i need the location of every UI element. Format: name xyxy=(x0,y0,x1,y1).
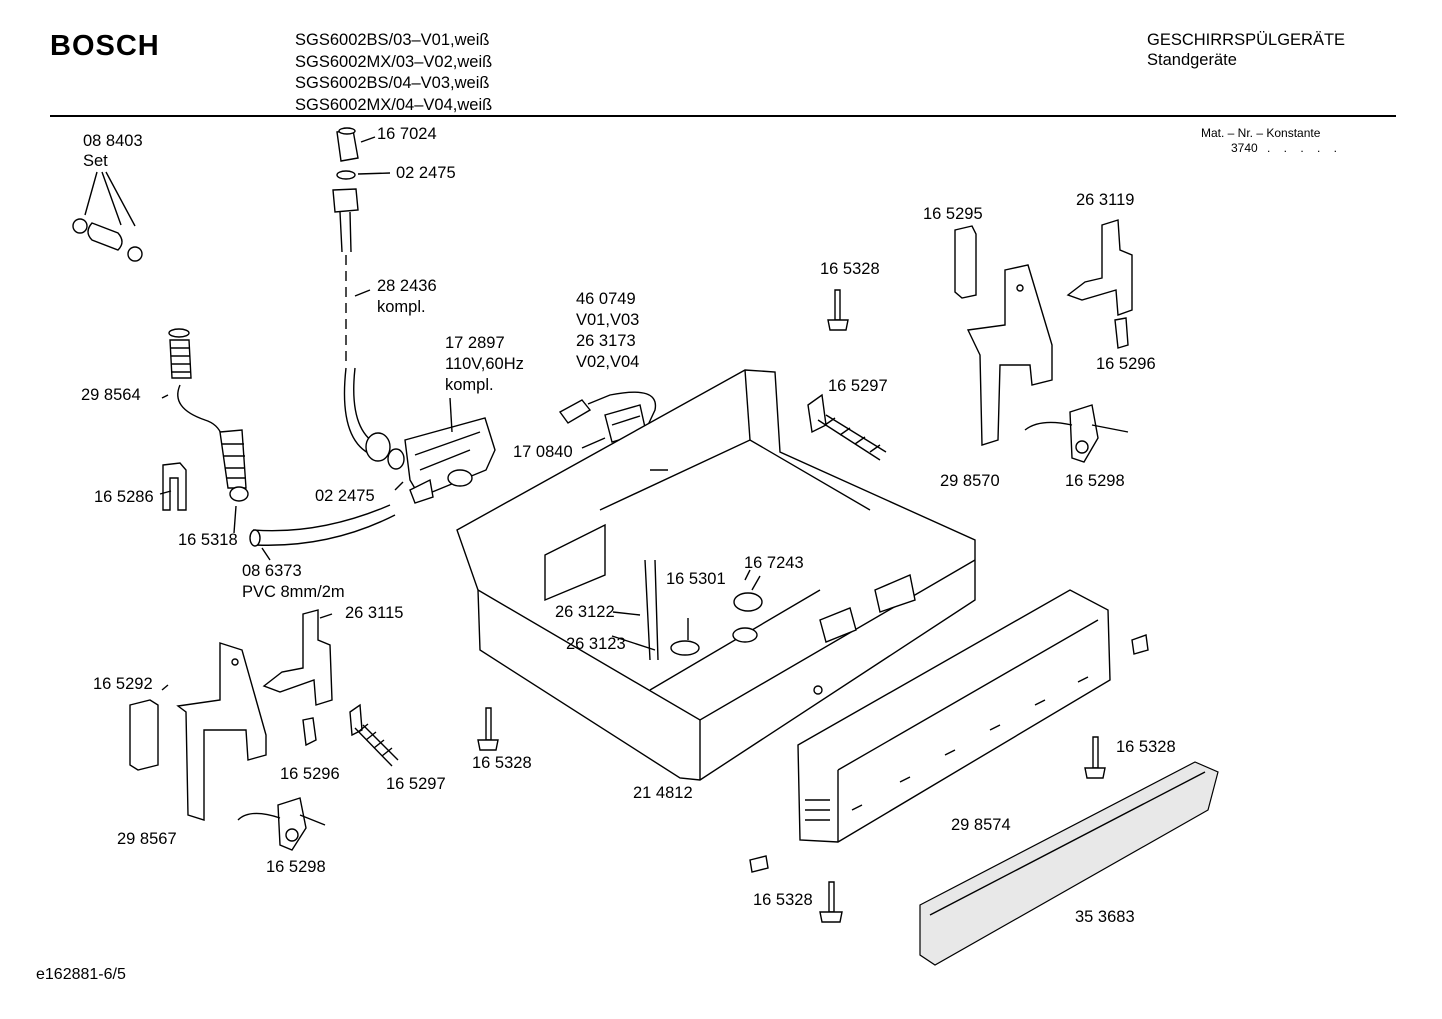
part-label: 26 3119 xyxy=(1076,191,1135,209)
part-label: 16 5328 xyxy=(1116,738,1176,756)
part-label: 02 2475 xyxy=(396,164,456,182)
part-label: 16 5296 xyxy=(1096,355,1156,373)
part-label: 16 5297 xyxy=(386,775,446,793)
model-list: SGS6002BS/03–V01,weiß SGS6002MX/03–V02,w… xyxy=(295,30,492,116)
part-label: Set xyxy=(83,152,108,170)
part-label: 16 5298 xyxy=(266,858,326,876)
part-label: 16 5328 xyxy=(472,754,532,772)
part-label: V01,V03 xyxy=(576,311,640,329)
part-label: 16 5297 xyxy=(828,377,888,395)
part-label: 29 8567 xyxy=(117,830,177,848)
model-line: SGS6002BS/04–V03,weiß xyxy=(295,74,490,92)
category-subtitle: Standgeräte xyxy=(1147,51,1237,69)
material-number-value: 3740 xyxy=(1231,141,1258,155)
part-label: 16 7243 xyxy=(744,554,804,572)
part-label: 16 7024 xyxy=(377,125,437,143)
part-label: 26 3173 xyxy=(576,332,636,350)
inlet-hose-part xyxy=(332,127,391,456)
base-tub-part xyxy=(456,369,976,781)
part-label: PVC 8mm/2m xyxy=(242,583,345,601)
part-label: 21 4812 xyxy=(633,784,693,802)
part-label: 16 5286 xyxy=(94,488,154,506)
leader-lines xyxy=(611,469,761,651)
part-label: 16 5292 xyxy=(93,675,153,693)
part-label: 02 2475 xyxy=(315,487,375,505)
category-title: GESCHIRRSPÜLGERÄTE xyxy=(1147,31,1346,49)
hose-clamp-set-part xyxy=(72,171,143,262)
hose-clip-part xyxy=(159,462,187,511)
front-panel-part xyxy=(919,761,1219,966)
aquastop-valve-part xyxy=(365,397,496,504)
material-number-dots: . . . . . xyxy=(1267,141,1343,155)
part-label: 08 8403 xyxy=(83,132,143,150)
screw-part xyxy=(477,289,1149,923)
part-label: V02,V04 xyxy=(576,353,640,371)
part-label: 16 5328 xyxy=(820,260,880,278)
part-label: 17 2897 xyxy=(445,334,505,352)
part-label: 46 0749 xyxy=(576,290,636,308)
model-line: SGS6002MX/04–V04,weiß xyxy=(295,95,493,114)
part-label: 17 0840 xyxy=(513,443,573,461)
drawing-code: e162881-6/5 xyxy=(36,966,126,983)
part-label: 16 5318 xyxy=(178,531,238,549)
part-label: 29 8574 xyxy=(951,816,1011,834)
right-bracket-part xyxy=(954,219,1133,463)
part-label: 26 3123 xyxy=(566,635,626,653)
material-number-label: Mat. – Nr. – Konstante xyxy=(1201,126,1321,140)
pvc-hose-part xyxy=(249,504,396,561)
part-label: kompl. xyxy=(445,376,494,394)
left-bracket-part xyxy=(129,609,333,821)
part-label: 26 3122 xyxy=(555,603,615,621)
part-label: 16 5301 xyxy=(666,570,726,588)
part-label: 28 2436 xyxy=(377,277,437,295)
part-label: 110V,60Hz xyxy=(445,355,524,373)
part-label: kompl. xyxy=(377,298,426,316)
part-label: 16 5298 xyxy=(1065,472,1125,490)
float-switch-part-left xyxy=(237,797,326,851)
header-rule xyxy=(50,115,1396,117)
model-line: SGS6002BS/03–V01,weiß xyxy=(295,31,490,49)
kick-plate-part xyxy=(797,589,1111,843)
drain-hose-part xyxy=(161,328,249,534)
part-label: 08 6373 xyxy=(242,562,302,580)
part-label: 26 3115 xyxy=(345,604,404,622)
brand-logo: BOSCH xyxy=(50,30,160,62)
part-label: 35 3683 xyxy=(1075,908,1135,926)
part-label: 16 5296 xyxy=(280,765,340,783)
spring-part-right xyxy=(807,393,887,461)
part-label: 29 8570 xyxy=(940,472,1000,490)
spring-part-left xyxy=(349,703,399,767)
part-label: 16 5328 xyxy=(753,891,813,909)
part-label: 29 8564 xyxy=(81,386,141,404)
model-line: SGS6002MX/03–V02,weiß xyxy=(295,52,493,71)
part-label: 16 5295 xyxy=(923,205,983,223)
